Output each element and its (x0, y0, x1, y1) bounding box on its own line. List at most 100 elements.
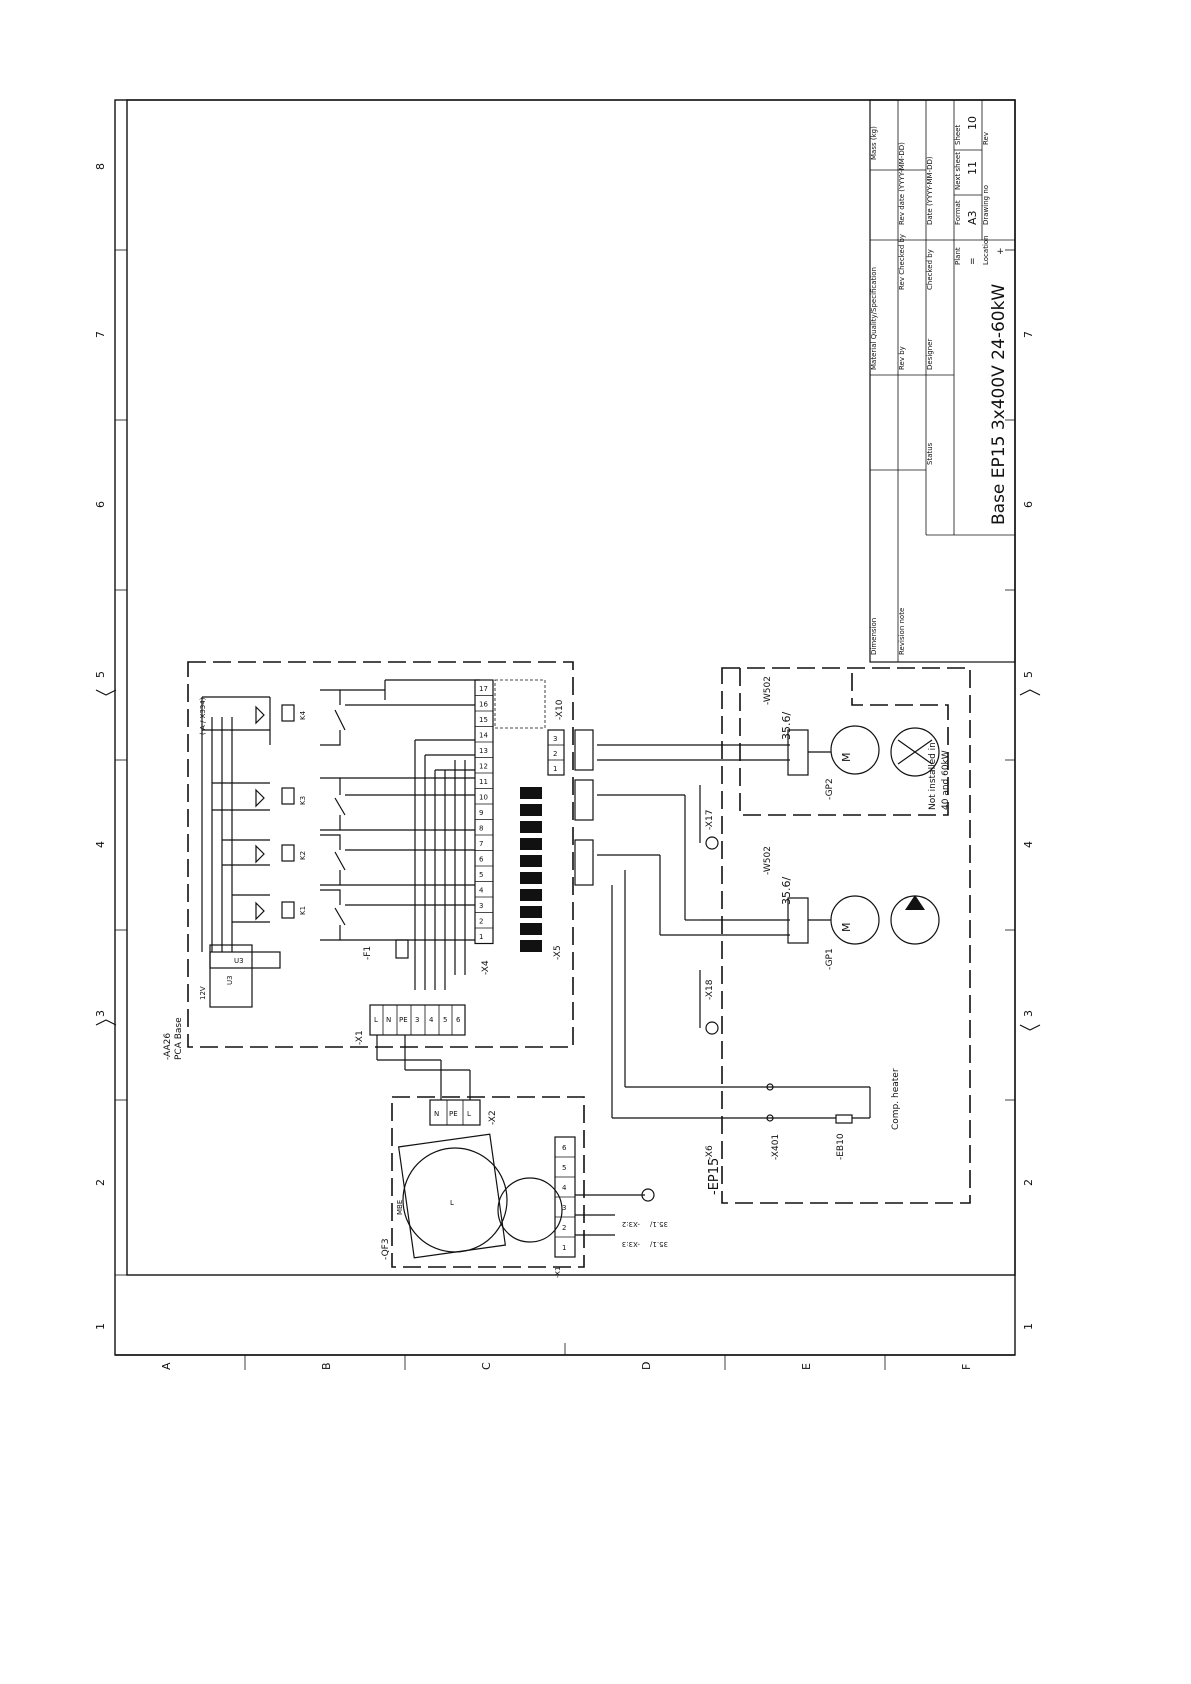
u3b-label: U3 (234, 957, 244, 965)
x4-terminal: 15 (479, 716, 488, 724)
svg-text:4: 4 (562, 1184, 567, 1192)
zone-letter: B (320, 1362, 333, 1370)
w502-b: -W502 (763, 846, 773, 875)
x4-terminal: 13 (479, 747, 488, 755)
ref-35-6b: 35.6/ (780, 877, 793, 905)
x401-label: -X401 (771, 1134, 781, 1160)
zone-number: 5 (1022, 671, 1035, 678)
terminal-x10: 1 2 3 -X10 (547, 699, 565, 776)
x4-terminal: 16 (479, 701, 488, 709)
x4-terminal: 17 (479, 685, 488, 693)
tb-dimension: Dimension (870, 618, 878, 655)
x1-label: -X1 (355, 1030, 365, 1045)
zone-letter: C (480, 1362, 493, 1370)
zone-number: 3 (94, 1010, 107, 1017)
svg-text:PE: PE (399, 1016, 408, 1024)
x4-terminal: 7 (479, 840, 483, 848)
zone-letter: E (800, 1363, 813, 1370)
x4-terminal: 5 (479, 871, 483, 879)
svg-text:M: M (840, 923, 853, 933)
terminal-x5 (520, 729, 594, 952)
ref-35-6a: 35.6/ (780, 712, 793, 740)
tb-sheet-value: 10 (966, 116, 979, 130)
x6-label: -X6 (705, 1145, 715, 1160)
pca-base-board: -AA26 PCA Base U3 12V U3 K4 ( A / X334) (163, 661, 594, 1060)
zone-number: 1 (94, 1323, 107, 1330)
svg-text:L: L (467, 1110, 471, 1118)
tb-format-value: A3 (966, 210, 979, 225)
zone-number: 6 (1022, 501, 1035, 508)
comp-heater-label: Comp. heater (891, 1068, 901, 1130)
tb-location-value: + (996, 247, 1006, 255)
x1-label-qf: -X1 (554, 1267, 562, 1278)
x5-terminal (520, 923, 542, 935)
zone-number: 7 (1022, 331, 1035, 338)
svg-text:5: 5 (443, 1016, 447, 1024)
not-installed-1: Not installed in (928, 742, 938, 810)
ep15-area: -EP15 M -GP2 -W502 35.6/ Not installed i… (597, 667, 971, 1204)
zone-number: 6 (94, 501, 107, 508)
x5-terminal (520, 889, 542, 901)
x4-terminal: 12 (479, 763, 488, 771)
drawing-frame: 1 2 3 4 5 6 7 8 1 2 3 4 5 6 7 A B C D E … (94, 99, 1041, 1370)
tb-status: Status (926, 442, 934, 465)
tb-rev-date: Rev date (YYYY-MM-DD) (898, 142, 906, 225)
x5-terminal (520, 821, 542, 833)
pump-gp2: M -GP2 -W502 35.6/ Not installed in 40 a… (763, 676, 951, 810)
zone-number: 3 (1022, 1010, 1035, 1017)
svg-text:PE: PE (449, 1110, 458, 1118)
x4-terminal: 14 (479, 732, 488, 740)
tb-plant-value: = (968, 257, 978, 265)
x3-ref-3: -X3:3 (622, 1240, 640, 1248)
zone-number: 2 (94, 1179, 107, 1186)
svg-text:2: 2 (553, 750, 557, 758)
svg-text:N: N (386, 1016, 391, 1024)
board-name: PCA Base (174, 1017, 184, 1060)
zone-number: 4 (94, 841, 107, 848)
svg-text:6: 6 (456, 1016, 461, 1024)
k2-label: K2 (299, 851, 307, 860)
zone-number: 2 (1022, 1179, 1035, 1186)
ka-label: ( A / X334) (199, 697, 207, 735)
svg-text:L: L (450, 1199, 454, 1207)
x5-terminal (520, 838, 542, 850)
relay-k1: K1 (232, 894, 307, 923)
x4-label: -X4 (481, 960, 491, 975)
f1-label: -F1 (363, 946, 373, 960)
k4-label: K4 (299, 710, 307, 720)
zone-letter: D (640, 1362, 653, 1370)
ep15-label: -EP15 (707, 1158, 722, 1195)
gp2-label: -GP2 (825, 778, 835, 800)
svg-text:2: 2 (562, 1224, 566, 1232)
w502-a: -W502 (763, 676, 773, 705)
x18-label: -X18 (705, 979, 715, 1000)
x4-terminal: 6 (479, 856, 484, 864)
tb-next-sheet-value: 11 (966, 161, 979, 175)
zone-number: 5 (94, 671, 107, 678)
x5-terminal (520, 787, 542, 799)
compressor-heater: Comp. heater -EB10 -X401 -X6 (612, 1068, 901, 1160)
tb-next-sheet-label: Next sheet (954, 152, 962, 190)
x4-terminal: 3 (479, 902, 483, 910)
zone-letter: F (960, 1364, 973, 1370)
tb-drawing-no: Drawing no (982, 185, 990, 225)
x4-terminal: 2 (479, 918, 483, 926)
svg-text:L: L (374, 1016, 378, 1024)
x5-terminal (520, 804, 542, 816)
x4-terminal: 4 (479, 887, 484, 895)
svg-text:1: 1 (553, 765, 557, 773)
tb-designer: Designer (926, 339, 934, 370)
svg-text:4: 4 (429, 1016, 434, 1024)
zone-letter: A (160, 1362, 173, 1370)
relay-k2: K2 (222, 839, 307, 866)
tb-format-label: Format (954, 200, 962, 225)
svg-text:3: 3 (553, 735, 557, 743)
tb-mass: Mass (kg) (870, 126, 878, 160)
tb-plant-label: Plant (954, 247, 962, 265)
qf3-area: L MBE -QF3 N PE L -X2 1 2 3 4 5 6 -X3:2 … (376, 1035, 668, 1278)
zone-number: 7 (94, 331, 107, 338)
gp1-label: -GP1 (825, 948, 835, 970)
tb-location-label: Location (982, 235, 990, 265)
supply-12v: 12V (199, 986, 207, 1000)
